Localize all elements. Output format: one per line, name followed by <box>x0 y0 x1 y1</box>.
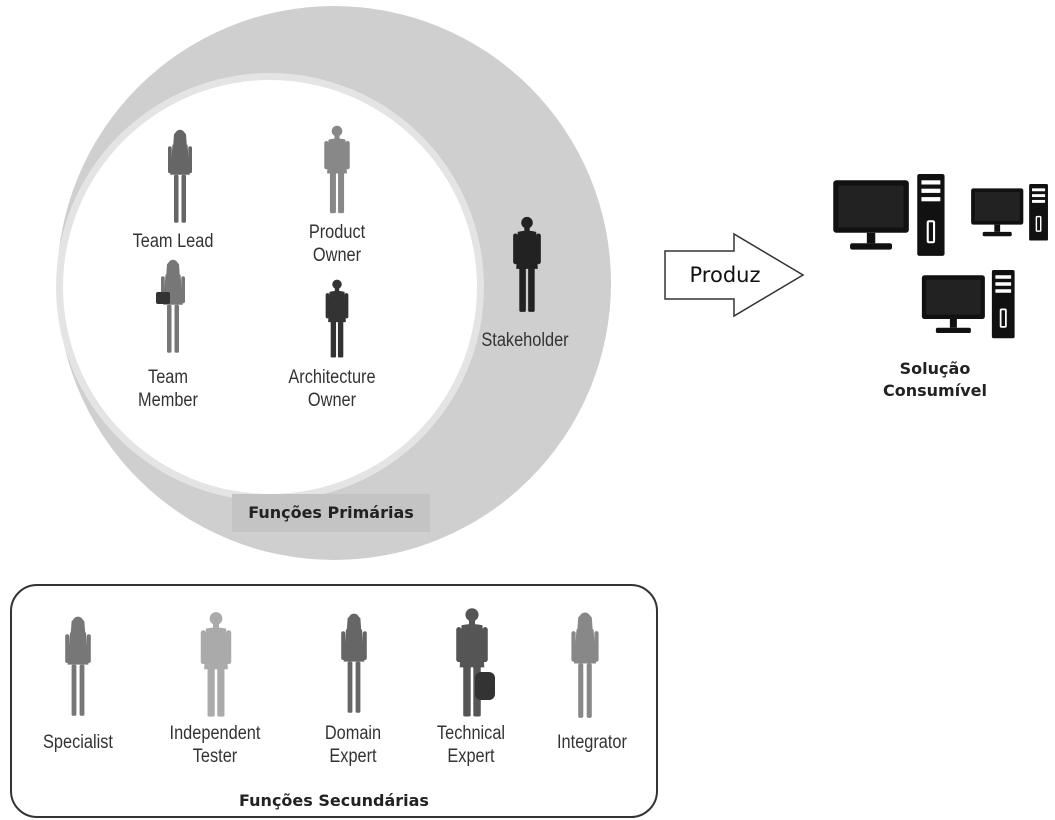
specialist-label: Specialist <box>43 732 113 753</box>
architecture-owner-label: Architecture Owner <box>288 367 376 411</box>
produces-arrow <box>664 232 805 318</box>
produces-label: Produz <box>689 263 761 287</box>
computer-icon <box>833 174 945 256</box>
primary-roles-title: Funções Primárias <box>248 503 414 522</box>
computer-icon <box>921 270 1015 339</box>
team-member-label: Team Member <box>138 367 198 411</box>
consumable-solution-label: Solução Consumível <box>883 359 987 400</box>
technical-expert-label: Technical Expert <box>436 723 506 767</box>
backpack-icon <box>475 672 495 700</box>
stakeholder-label: Stakeholder <box>481 330 569 351</box>
secondary-roles-title: Funções Secundárias <box>239 791 429 810</box>
inner-circle <box>63 80 477 494</box>
secondary-roles-box <box>10 584 658 818</box>
computer-icon <box>971 184 1048 241</box>
domain-expert-label: Domain Expert <box>324 723 382 767</box>
product-owner-label: Product Owner <box>308 222 366 266</box>
independent-tester-label: Independent Tester <box>169 723 261 767</box>
integrator-label: Integrator <box>557 732 627 753</box>
team-lead-label: Team Lead <box>132 231 214 252</box>
primary-roles-title-box <box>232 494 430 532</box>
handbag-icon <box>156 292 170 304</box>
